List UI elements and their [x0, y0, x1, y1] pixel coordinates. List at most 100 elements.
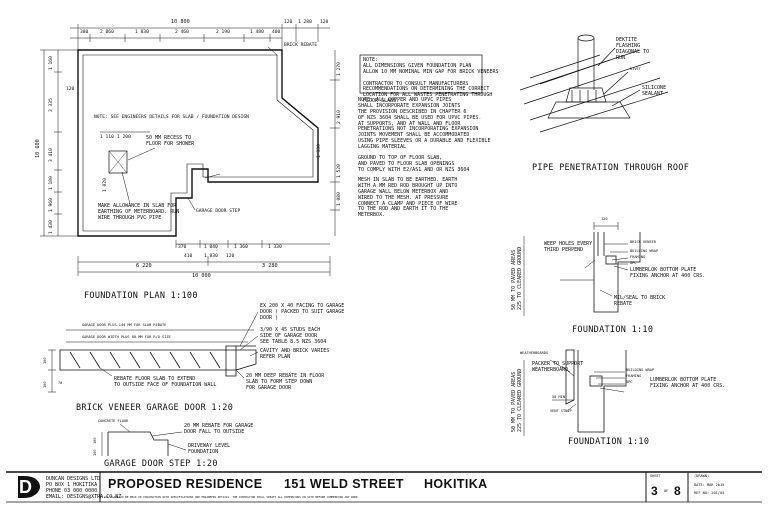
sheet-total: 8: [674, 484, 682, 498]
plan-dimension-lines: [40, 24, 340, 276]
ref-label: REF NO: 201/04: [694, 491, 725, 495]
label-brick-veneer: BRICK VENEER: [630, 240, 656, 244]
note-ground-slab: GROUND TO TOP OF FLOOR SLAB, AND PAVED T…: [358, 155, 470, 173]
project-title: PROPOSED RESIDENCE: [108, 477, 263, 491]
garage-door-drawing: [48, 311, 259, 393]
dim-left-5: 1 960: [49, 198, 54, 212]
dim-top-3: 1 830: [135, 30, 149, 35]
dim-bottom-inner-2: 1 040: [204, 245, 218, 250]
dim-bottom-inner-3: 1 360: [234, 245, 248, 250]
drawn-label: (DRAWN): [694, 474, 710, 478]
dim-top-6: 1 480: [250, 30, 264, 35]
dim-top-4: 2 460: [175, 30, 189, 35]
disclaimer-text: ALL PLANS TO BE READ IN CONJUNCTION WITH…: [104, 495, 360, 499]
label-clearance-upper: 50 MM TO PAVED AREAS 225 TO CLEARED GROU…: [511, 246, 523, 310]
caption-foundation-upper: FOUNDATION 1:10: [572, 325, 654, 335]
label-cavity: CAVITY AND BRICK VARIES REFER PLAN: [260, 348, 330, 360]
label-rebate-floor: REBATE FLOOR SLAB TO EXTEND TO OUTSIDE F…: [114, 376, 217, 388]
project-town: HOKITIKA: [424, 477, 488, 491]
label-framing-lower: FRAMING: [626, 374, 642, 378]
label-50-min: 50 MIN: [552, 395, 565, 399]
foundation-detail-upper: [523, 222, 641, 316]
dim-mid-4: 1 020: [103, 178, 108, 192]
foundation-detail-lower: [523, 349, 627, 436]
label-earthing: MAKE ALLOWANCE IN SLAB FOR EARTHING OF M…: [98, 203, 180, 221]
sheet-of: OF: [664, 489, 669, 493]
caption-garage-step: GARAGE DOOR STEP 1:20: [104, 459, 218, 469]
label-silicone-sealant: SILICONE SEALANT: [642, 85, 667, 97]
caption-garage-door: BRICK VENEER GARAGE DOOR 1:20: [76, 403, 234, 413]
label-facing: EX 200 X 40 FACING TO GARAGE DOOR ( PACK…: [260, 303, 345, 321]
label-garage-plus-140: GARAGE DOOR PLUS 140 MM FOR SLAB REBATE: [82, 323, 167, 327]
dim-mid-2: 1 200: [117, 135, 131, 140]
dim-left-6: 1 430: [49, 220, 54, 234]
label-weep-holes: WEEP HOLES EVERY THIRD PERPEND: [544, 241, 593, 253]
company-details: DUNCAN DESIGNS LTD PO BOX 1 HOKITIKA PHO…: [46, 476, 122, 500]
label-dektite-flashing: DEKTITE FLASHING DIAGONAL TO RUN: [616, 37, 650, 61]
step-dim-1: 100: [93, 437, 97, 445]
label-garage-width: GARAGE DOOR WIDTH PLUS 80 MM FOR R/O SIZ…: [82, 335, 171, 339]
note-mesh-earth: MESH IN SLAB TO BE EARTHED. EARTH WITH A…: [358, 177, 458, 219]
note-copper-pipes: NOTE: ALL COPPER AND UPVC PIPES SHALL IN…: [358, 97, 491, 151]
dim-top-7: 400: [272, 30, 281, 35]
dim-top-right-3: 120: [320, 20, 329, 25]
dim-bottom-1: 6 220: [136, 263, 152, 269]
label-rivet: RIVET: [630, 67, 641, 71]
date-label: DATE: MAR 2015: [694, 483, 725, 487]
label-concrete-floor: CONCRETE FLOOR: [98, 419, 129, 423]
pipe-penetration-drawing: [519, 34, 669, 133]
dim-bottom-2: 3 280: [262, 263, 278, 269]
dim-top-1: 380: [80, 30, 89, 35]
step-dim-2: 100: [93, 449, 97, 457]
dim-mid-1: 1 110: [100, 135, 114, 140]
garage-step-drawing: [101, 423, 187, 456]
dim-top-5: 2 190: [216, 30, 230, 35]
dim-overall-left: 10 600: [35, 139, 41, 158]
dim-left-3: 3 410: [49, 148, 54, 162]
dim-overall-bottom: 10 000: [192, 273, 211, 279]
caption-foundation-lower: FOUNDATION 1:10: [568, 437, 650, 447]
label-brick-rebate: BRICK REBATE: [284, 43, 318, 48]
garage-dim-2: 100: [43, 381, 47, 389]
dim-right-2: 2 910: [337, 110, 342, 124]
company-logo-letter: D: [19, 477, 32, 497]
label-mil-seal: MIL/SEAL TO BRICK REBATE: [614, 295, 666, 307]
label-studs: 3/90 X 45 STUDS EACH SIDE OF GARAGE DOOR…: [260, 327, 327, 345]
dim-left-4: 1 180: [49, 176, 54, 190]
label-engineer-note: NOTE: SEE ENGINEERS DETAILS FOR SLAB / F…: [94, 115, 249, 120]
dim-mid-3: 120: [66, 87, 75, 92]
caption-foundation-plan: FOUNDATION PLAN 1:100: [84, 291, 198, 301]
project-address: 151 WELD STREET: [284, 477, 404, 491]
dim-top-right-2: 1 280: [298, 20, 312, 25]
dim-overall-top: 10 800: [171, 19, 190, 25]
label-vent-strip: VENT STRIP: [550, 409, 572, 413]
dim-top-right-1: 120: [284, 20, 293, 25]
dim-left-1: 1 160: [49, 56, 54, 70]
label-packer: PACKER TO SUPPORT WEATHERBOARD: [532, 361, 584, 373]
note-box-frame: [359, 54, 483, 94]
dim-top-2: 2 060: [100, 30, 114, 35]
label-dpc-lower: DPC: [626, 380, 633, 384]
garage-dim-3: 70: [58, 381, 63, 385]
upper-dim-120: 120: [601, 217, 608, 221]
label-lumberlok-lower: LUMBERLOK BOTTOM PLATE FIXING ANCHOR AT …: [650, 377, 726, 389]
foundation-plan-outline: [77, 49, 319, 237]
label-weatherboards: WEATHERBOARDS: [520, 351, 549, 355]
sheet-label: SHEET: [650, 474, 661, 478]
caption-pipe-penetration: PIPE PENETRATION THROUGH ROOF: [532, 163, 690, 173]
label-shower-recess: 50 MM RECESS TO FLOOR FOR SHOWER: [146, 135, 195, 147]
label-garage-door-step: GARAGE DOOR STEP: [196, 209, 241, 214]
label-building-wrap-lower: BUILDING WRAP: [626, 368, 655, 372]
plan-leader-lines: [121, 46, 278, 211]
label-20mm-rebate: 20 MM DEEP REBATE IN FLOOR SLAB TO FORM …: [246, 373, 325, 391]
dim-left-2: 3 335: [49, 98, 54, 112]
label-framing-upper: FRAMING: [630, 255, 646, 259]
dim-right-3: 1 520: [337, 164, 342, 178]
garage-dim-1: 100: [43, 357, 47, 365]
title-block-frame: [6, 471, 762, 503]
dim-right-1: 1 270: [337, 62, 342, 76]
sheet-number: 3: [651, 484, 659, 498]
dim-bottom-mid-2: 1 830: [204, 254, 218, 259]
